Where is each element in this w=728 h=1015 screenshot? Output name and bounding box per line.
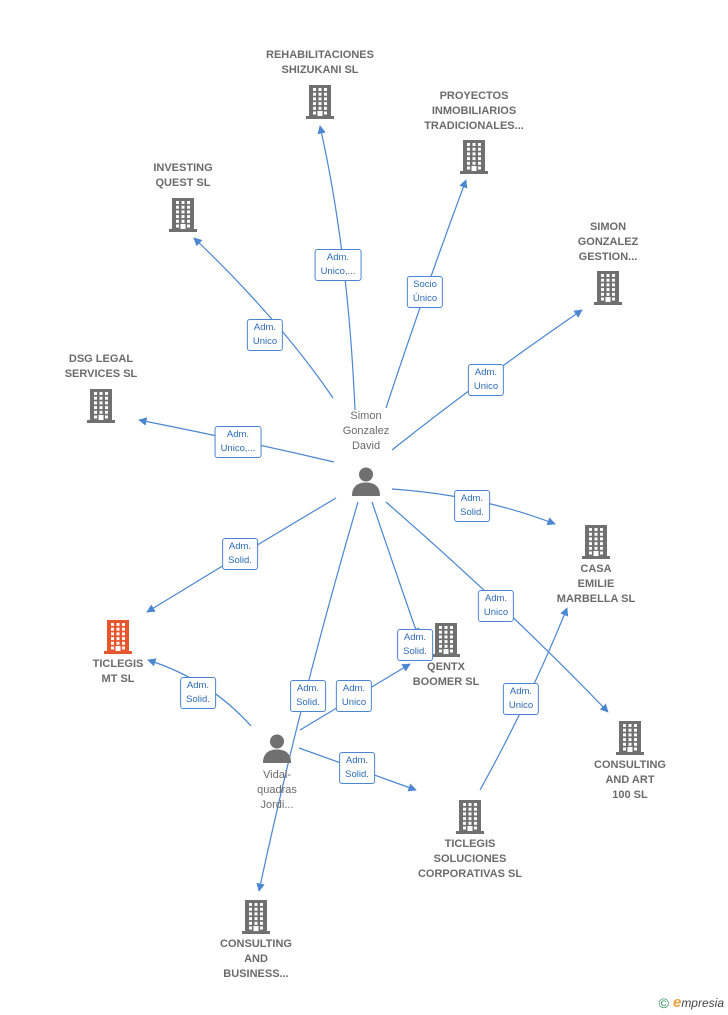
building-icon[interactable] xyxy=(104,620,132,659)
role-badge[interactable]: Adm. Solid. xyxy=(397,629,433,661)
building-icon[interactable] xyxy=(594,271,622,310)
building-icon[interactable] xyxy=(616,721,644,760)
person-icon[interactable] xyxy=(262,733,292,768)
person-icon[interactable] xyxy=(351,466,381,501)
building-icon[interactable] xyxy=(306,85,334,124)
node-label[interactable]: Simon Gonzalez David xyxy=(342,410,390,452)
node-label[interactable]: TICLEGIS SOLUCIONES CORPORATIVAS SL xyxy=(417,838,523,880)
role-badge[interactable]: Adm. Unico xyxy=(246,319,284,351)
role-badge[interactable]: Adm. Solid. xyxy=(339,752,375,784)
footer-brand: © empresia xyxy=(659,994,724,1011)
role-badge[interactable]: Adm. Unico xyxy=(335,680,373,712)
node-label[interactable]: CONSULTING AND BUSINESS... xyxy=(220,938,292,980)
node-label[interactable]: REHABILITACIONES SHIZUKANI SL xyxy=(266,49,374,76)
edge-simon-to-qentx xyxy=(371,501,420,637)
building-icon[interactable] xyxy=(582,525,610,564)
role-badge[interactable]: Adm. Unico xyxy=(502,683,540,715)
building-icon[interactable] xyxy=(242,900,270,939)
building-icon[interactable] xyxy=(432,623,460,662)
building-icon[interactable] xyxy=(87,389,115,428)
role-badge[interactable]: Adm. Solid. xyxy=(290,680,326,712)
edge-simon-to-investing xyxy=(193,237,334,399)
role-badge[interactable]: Adm. Unico,... xyxy=(314,249,362,281)
role-badge[interactable]: Adm. Solid. xyxy=(180,677,216,709)
role-badge[interactable]: Adm. Solid. xyxy=(222,538,258,570)
node-label[interactable]: INVESTING QUEST SL xyxy=(153,162,213,189)
role-badge[interactable]: Adm. Unico xyxy=(477,590,515,622)
role-badge[interactable]: Adm. Unico xyxy=(467,364,505,396)
node-label[interactable]: CASA EMILIE MARBELLA SL xyxy=(556,563,636,605)
role-badge[interactable]: Socio Único xyxy=(406,276,444,308)
node-label[interactable]: QENTX BOOMER SL xyxy=(412,661,480,688)
empresia-logo: empresia xyxy=(672,994,724,1011)
building-icon[interactable] xyxy=(460,140,488,179)
role-badge[interactable]: Adm. Unico,... xyxy=(214,426,262,458)
building-icon[interactable] xyxy=(456,800,484,839)
node-label[interactable]: TICLEGIS MT SL xyxy=(92,658,144,685)
node-label[interactable]: Vidal- quadras Jordi... xyxy=(257,769,297,811)
node-label[interactable]: CONSULTING AND ART 100 SL xyxy=(594,759,666,801)
building-icon[interactable] xyxy=(169,198,197,237)
node-label[interactable]: DSG LEGAL SERVICES SL xyxy=(64,353,138,380)
node-label[interactable]: SIMON GONZALEZ GESTION... xyxy=(577,221,639,263)
node-label[interactable]: PROYECTOS INMOBILIARIOS TRADICIONALES... xyxy=(424,90,524,132)
role-badge[interactable]: Adm. Solid. xyxy=(454,490,490,522)
copyright-symbol: © xyxy=(658,994,669,1011)
